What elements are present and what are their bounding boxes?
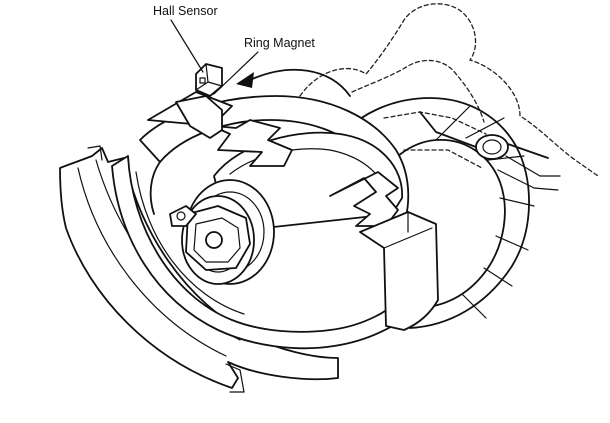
right-clamp-block	[359, 211, 439, 331]
pivot-boss	[419, 111, 549, 160]
rotation-arrow	[236, 68, 351, 97]
leader-lines	[170, 19, 259, 95]
hall-sensor-label: Hall Sensor	[153, 4, 218, 18]
ring-magnet-label: Ring Magnet	[244, 36, 315, 50]
front-end-plate	[169, 195, 255, 285]
dashed-housing-outline	[299, 3, 599, 177]
